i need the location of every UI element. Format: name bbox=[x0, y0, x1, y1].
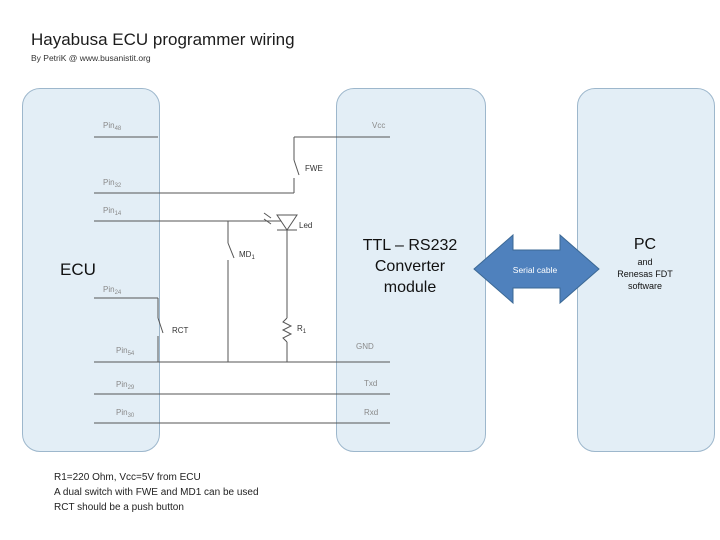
pin-54-label: Pin54 bbox=[116, 346, 135, 357]
pc-line-2: and bbox=[637, 257, 653, 267]
converter-line-2: Converter bbox=[374, 258, 446, 275]
serial-cable-label: Serial cable bbox=[512, 265, 558, 275]
notes: R1=220 Ohm, Vcc=5V from ECU A dual switc… bbox=[54, 470, 259, 515]
txd-label: Txd bbox=[364, 379, 378, 388]
fwe-label: FWE bbox=[305, 164, 323, 173]
pc-title: PC and Renesas FDT software bbox=[590, 236, 700, 291]
pin-48-label: Pin48 bbox=[103, 121, 122, 132]
md1-label: MD1 bbox=[239, 250, 255, 261]
pin-30-label: Pin30 bbox=[116, 408, 135, 419]
converter-block bbox=[336, 88, 486, 452]
serial-cable-arrow bbox=[473, 233, 600, 305]
pc-line-1: PC bbox=[633, 236, 657, 253]
pc-line-4: software bbox=[627, 281, 662, 291]
pin-32-label: Pin32 bbox=[103, 178, 122, 189]
gnd-label: GND bbox=[356, 342, 374, 351]
converter-line-1: TTL – RS232 bbox=[362, 237, 458, 254]
converter-title: TTL – RS232 Converter module bbox=[340, 235, 480, 298]
r1-label: R1 bbox=[297, 324, 307, 335]
diagram-subtitle: By PetriK @ www.busanistit.org bbox=[31, 53, 151, 63]
vcc-label: Vcc bbox=[372, 121, 386, 130]
led-ray-1 bbox=[263, 212, 272, 219]
note-1: R1=220 Ohm, Vcc=5V from ECU bbox=[54, 472, 201, 483]
note-2: A dual switch with FWE and MD1 can be us… bbox=[54, 487, 259, 498]
rxd-label: Rxd bbox=[364, 408, 379, 417]
r1-symbol bbox=[281, 317, 293, 343]
pin-14-label: Pin14 bbox=[103, 206, 122, 217]
pc-line-3: Renesas FDT bbox=[617, 269, 673, 279]
pin-29-label: Pin29 bbox=[116, 380, 135, 391]
led-symbol bbox=[276, 214, 298, 231]
ecu-label: ECU bbox=[60, 260, 96, 279]
rct-switch bbox=[157, 317, 164, 334]
rct-label: RCT bbox=[172, 326, 189, 335]
note-3: RCT should be a push button bbox=[54, 502, 184, 513]
diagram-title: Hayabusa ECU programmer wiring bbox=[31, 30, 295, 49]
ecu-block bbox=[22, 88, 160, 452]
fwe-switch bbox=[293, 159, 300, 176]
led-label: Led bbox=[299, 221, 313, 230]
converter-line-3: module bbox=[383, 279, 437, 296]
md1-switch bbox=[227, 242, 235, 259]
pin-24-label: Pin24 bbox=[103, 285, 122, 296]
pc-block bbox=[577, 88, 715, 452]
led-ray-2 bbox=[263, 218, 272, 225]
